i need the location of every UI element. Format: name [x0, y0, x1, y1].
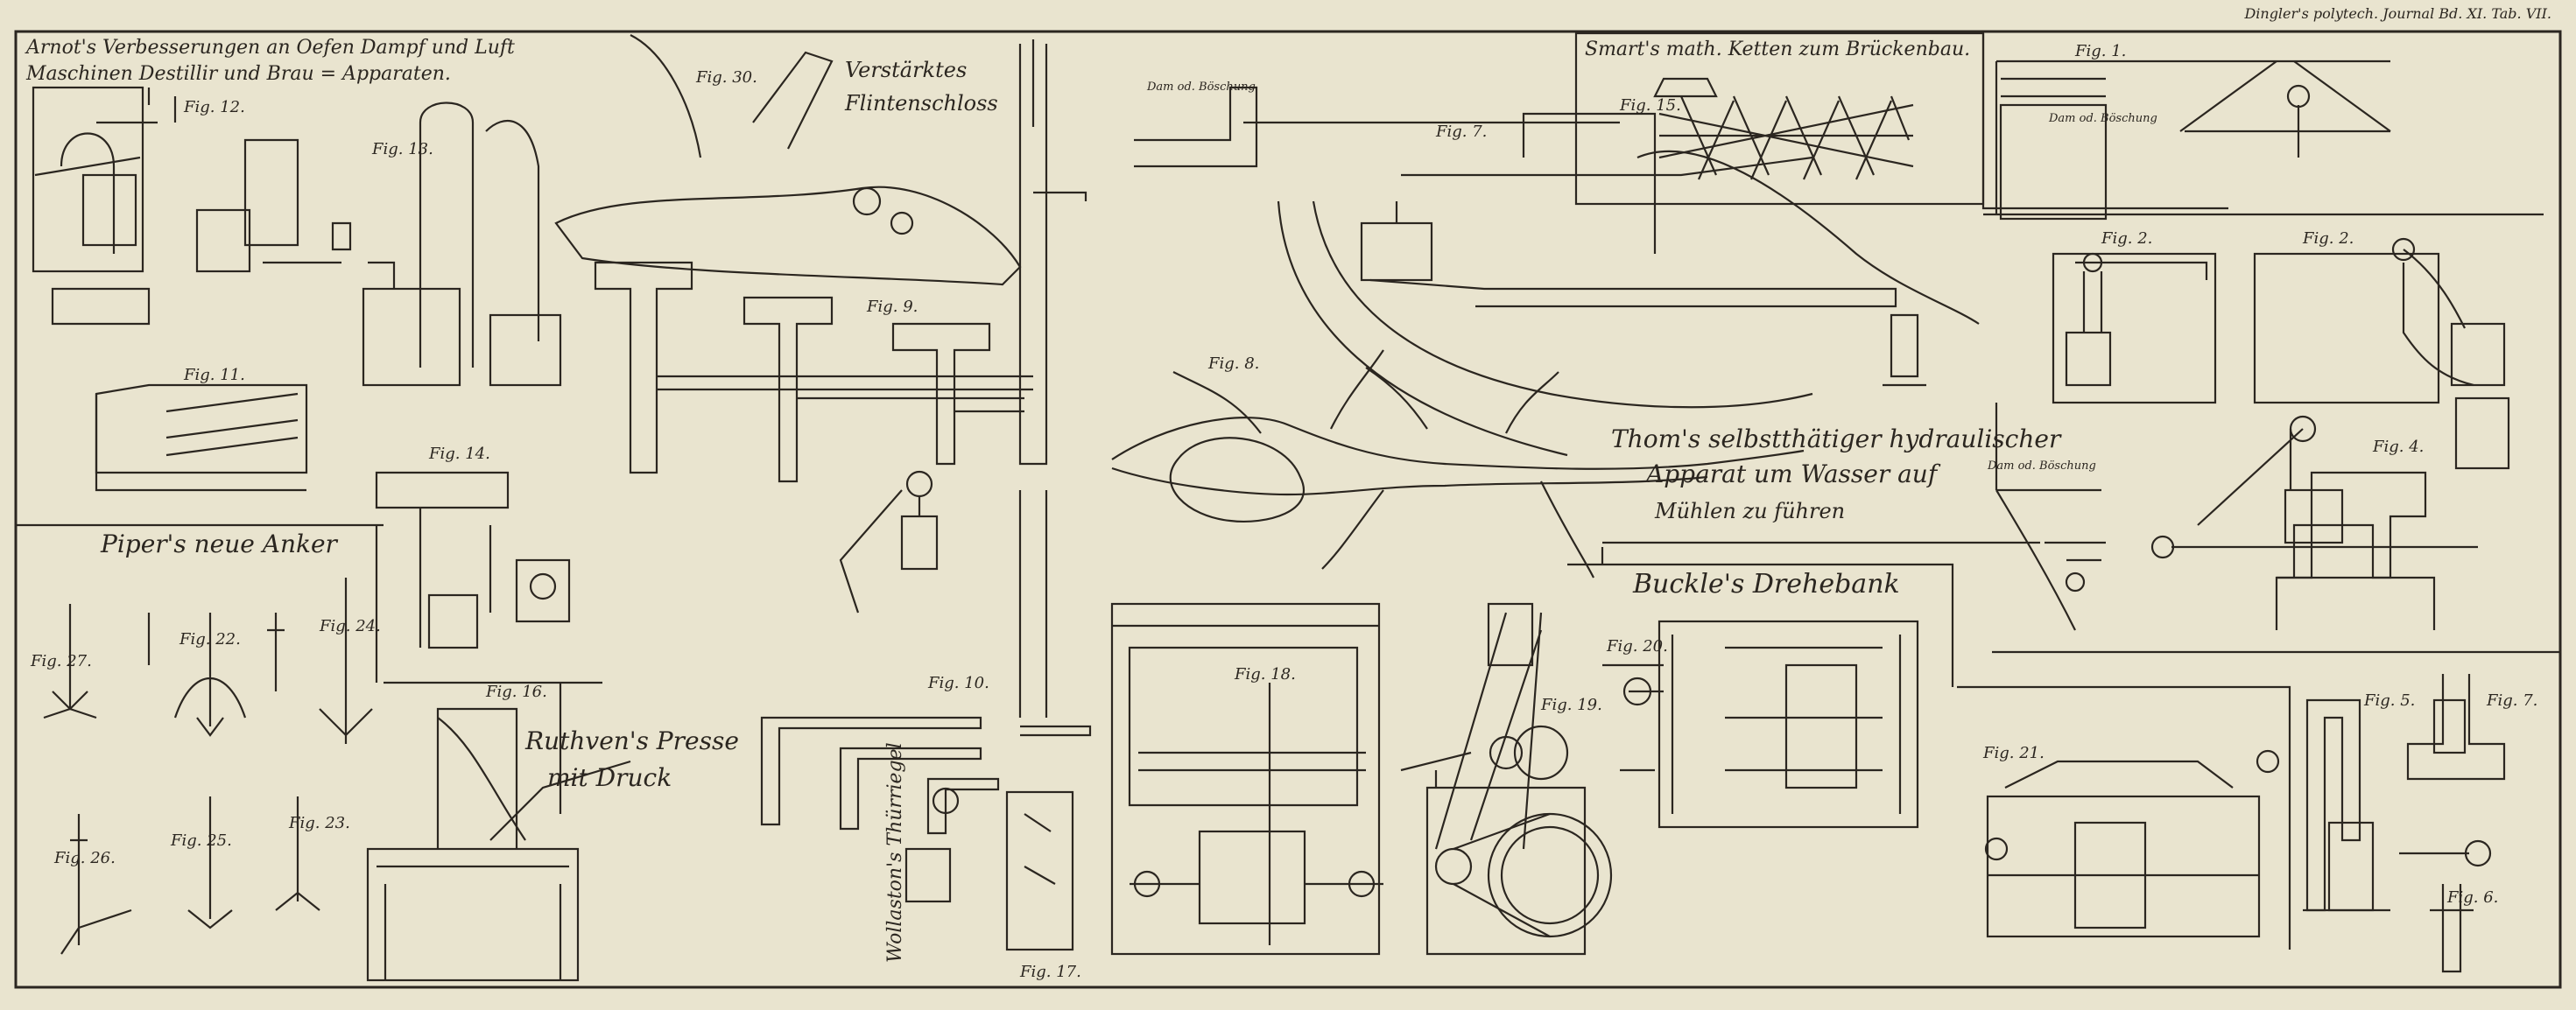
fig21-drawing: [1984, 749, 2280, 938]
fig13-label: Fig. 13.: [372, 140, 433, 158]
arnot-title-line1: Arnot's Verbesserungen an Oefen Dampf un…: [26, 37, 515, 59]
fig7-hydraulic-drawing: [1134, 86, 1980, 457]
fig6-label: Fig. 6.: [2447, 888, 2499, 907]
fig27-label: Fig. 27.: [31, 652, 92, 670]
flintenschloss-title-line2: Flintenschloss: [845, 91, 998, 116]
fig9-label: Fig. 9.: [867, 298, 918, 316]
fig14-label: Fig. 14.: [429, 445, 490, 463]
fig17-label: Fig. 17.: [1020, 963, 1081, 981]
fig1-label: Fig. 1.: [2075, 42, 2127, 60]
fig11-label: Fig. 11.: [184, 366, 245, 384]
thom-title-line2: Apparat um Wasser auf: [1646, 459, 1938, 488]
fig18-label: Fig. 18.: [1235, 665, 1296, 684]
ruthven-title-line1: Ruthven's Presse: [525, 726, 739, 755]
fig23-label: Fig. 23.: [289, 814, 350, 832]
flintlock-drawing: [554, 34, 1022, 286]
fig22-label: Fig. 22.: [179, 630, 241, 649]
anchors-drawing: [43, 578, 373, 955]
fig21-label: Fig. 21.: [1983, 744, 2045, 762]
flintenschloss-title-line1: Verstärktes: [845, 58, 968, 82]
smart-title: Smart's math. Ketten zum Brückenbau.: [1585, 39, 1971, 60]
fig19-label: Fig. 19.: [1541, 696, 1602, 714]
fig25-label: Fig. 25.: [171, 831, 232, 850]
fig2b-label: Fig. 2.: [2303, 229, 2354, 248]
dam-label-fig7: Dam od. Böschung: [1147, 81, 1256, 94]
fig4-drawing: [2150, 396, 2510, 630]
fig19-lathe-drawing: [1400, 602, 1613, 956]
fig10-drawing: [760, 716, 1000, 903]
thom-title-line1: Thom's selbstthätiger hydraulischer: [1611, 424, 2061, 453]
fig3-sluice-drawing: [1995, 403, 2106, 631]
fig7b-drawing: [2399, 674, 2506, 867]
fig5-label: Fig. 5.: [2364, 691, 2416, 710]
fig2a-drawing: [2052, 252, 2217, 404]
fig6-drawing: [2430, 884, 2474, 973]
fig15-label: Fig. 15.: [1620, 96, 1681, 115]
fig20-label: Fig. 20.: [1607, 637, 1668, 656]
fig24-label: Fig. 24.: [320, 617, 381, 635]
fig30-label: Fig. 30.: [696, 68, 757, 87]
fig2a-label: Fig. 2.: [2101, 229, 2153, 248]
dam-label-fig1: Dam od. Böschung: [2049, 112, 2157, 125]
fig7a-label: Fig. 7.: [1436, 123, 1488, 141]
thom-title-line3: Mühlen zu führen: [1655, 499, 1846, 523]
ruthven-press-drawing: [366, 707, 631, 982]
fig16-label: Fig. 16.: [486, 683, 547, 701]
fig9-drawing: [594, 261, 1033, 614]
fig14-drawing: [375, 471, 571, 649]
fig11-furnace-drawing: [95, 383, 308, 492]
arnot-title-line2: Maschinen Destillir und Brau = Apparaten…: [26, 63, 451, 85]
piper-title: Piper's neue Anker: [101, 530, 337, 558]
fig13-still-drawing: [362, 102, 562, 387]
fig10-label: Fig. 10.: [928, 674, 989, 692]
fig4-label: Fig. 4.: [2373, 438, 2425, 456]
wollaston-title: Wollaston's Thürriegel: [884, 742, 906, 963]
ruthven-title-line2: mit Druck: [547, 763, 672, 792]
fig17-door-bolt-drawing: [1005, 790, 1074, 951]
fig8-label: Fig. 8.: [1208, 354, 1260, 373]
fig26-label: Fig. 26.: [54, 849, 116, 867]
fig7b-label: Fig. 7.: [2487, 691, 2538, 710]
fig20-drawing: [1602, 620, 1919, 829]
arnot-apparatus-drawing: [32, 86, 352, 326]
fig18-machine-drawing: [1110, 602, 1383, 956]
fig12-label: Fig. 12.: [184, 98, 245, 116]
fig8-river-drawing: [1111, 349, 1805, 579]
buckle-title: Buckle's Drehebank: [1633, 569, 1900, 600]
fig5-drawing: [2303, 698, 2390, 912]
fig1-drawing: [1995, 60, 2391, 221]
dam-label-fig3: Dam od. Böschung: [1988, 459, 2096, 473]
fig2b-drawing: [2253, 237, 2506, 404]
journal-header: Dingler's polytech. Journal Bd. XI. Tab.…: [2244, 5, 2551, 22]
